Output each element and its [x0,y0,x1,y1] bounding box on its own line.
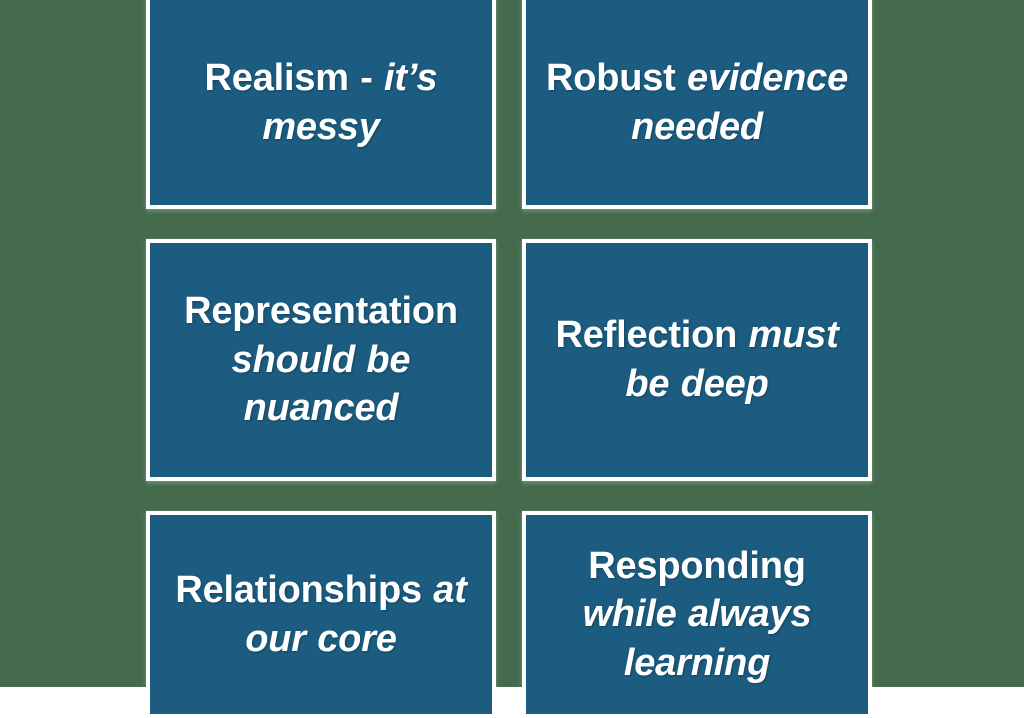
card-robust-evidence-emphasis: evidence needed [631,56,849,148]
card-relationships-text: Relationships at our core [164,566,478,663]
card-robust-evidence-text: Robust evidence needed [540,54,854,151]
card-representation-lead: Representation [184,290,458,333]
card-responding-lead: Responding [588,544,806,587]
card-realism-text: Realism - it’s messy [164,54,478,151]
card-robust-evidence-lead: Robust [545,56,687,99]
card-responding-text: Responding while always learning [540,542,854,688]
card-realism-lead: Realism - [204,56,385,99]
card-reflection-emphasis: must be deep [625,314,839,405]
card-reflection[interactable]: Reflection must be deep [522,239,872,481]
card-grid: Realism - it’s messy Robust evidence nee… [146,0,872,718]
card-realism-emphasis: it’s messy [262,56,438,148]
card-relationships-emphasis: at our core [245,568,467,660]
card-reflection-lead: Reflection [555,314,749,357]
card-robust-evidence[interactable]: Robust evidence needed [522,0,872,209]
card-representation[interactable]: Representation should be nuanced [146,239,496,481]
card-relationships-lead: Relationships [175,568,434,611]
card-responding-emphasis: while always learning [582,593,812,684]
card-representation-emphasis: should be nuanced [231,338,411,430]
card-realism[interactable]: Realism - it’s messy [146,0,496,209]
card-reflection-text: Reflection must be deep [540,311,854,408]
card-responding[interactable]: Responding while always learning [522,511,872,718]
card-representation-text: Representation should be nuanced [164,287,478,433]
